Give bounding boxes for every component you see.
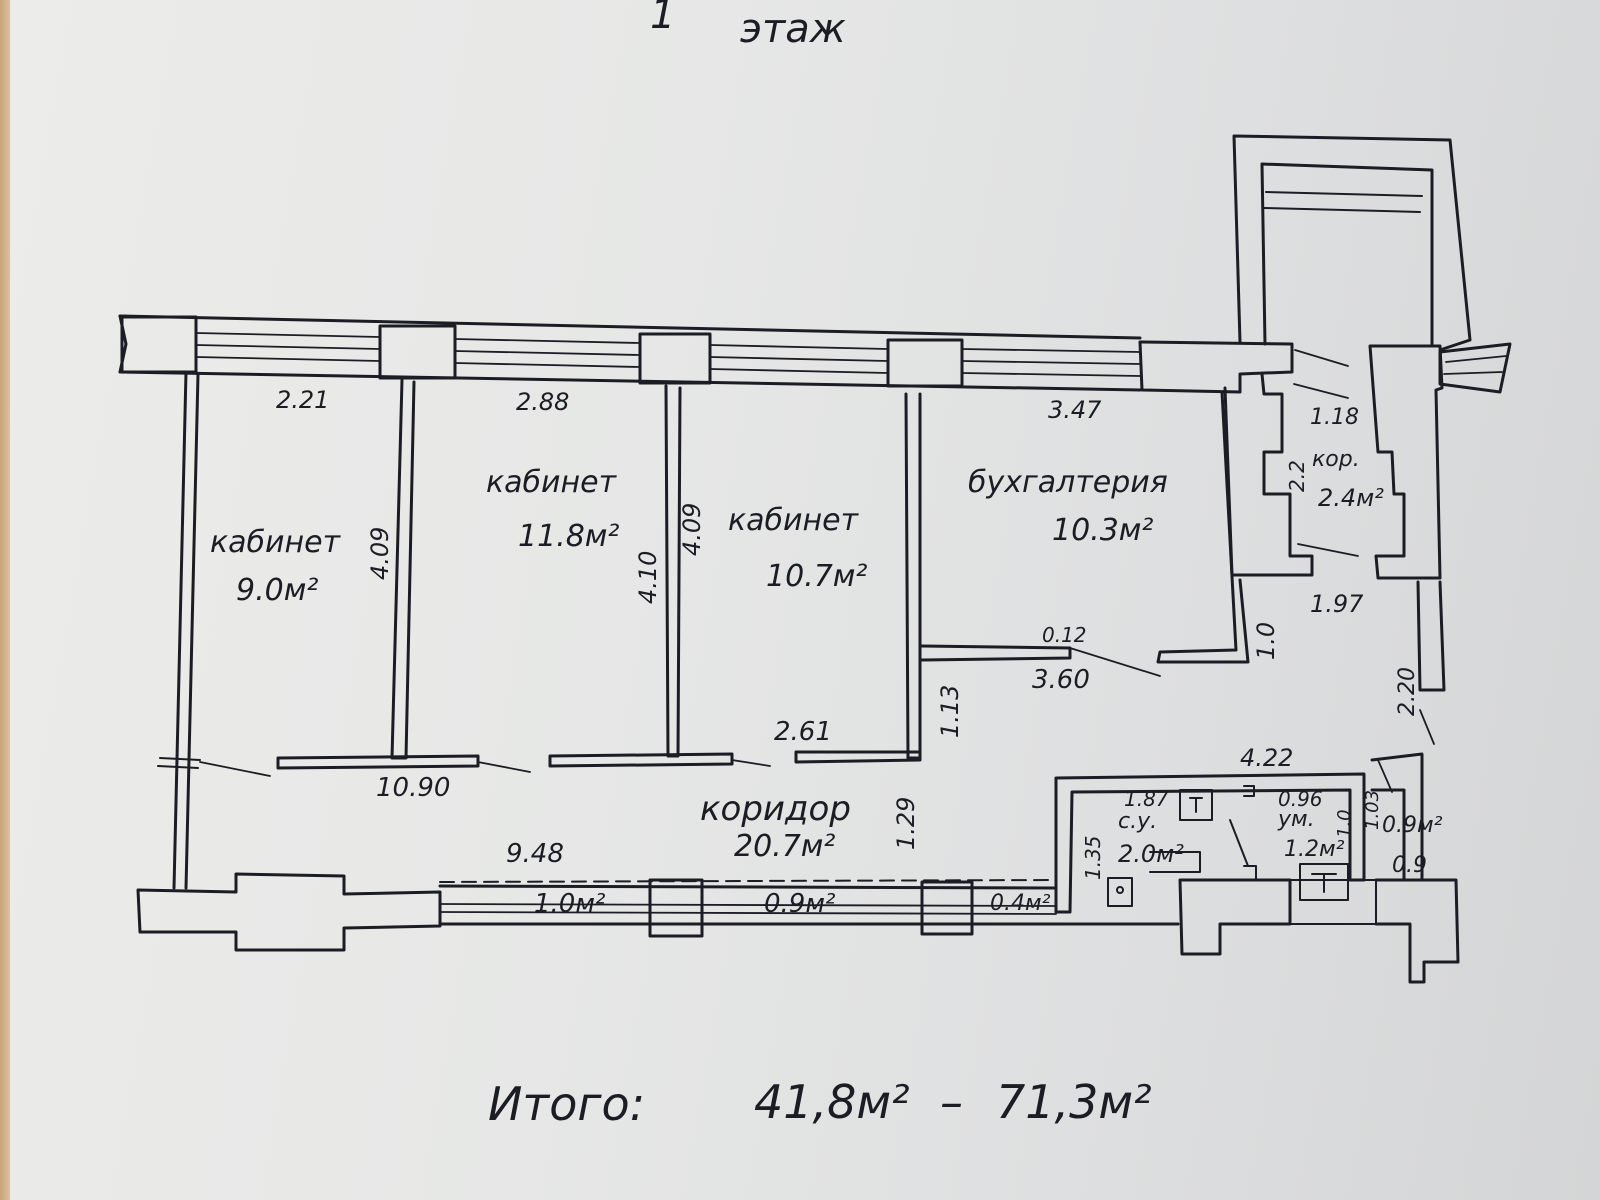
dim-1-35: 1.35 <box>1081 835 1105 880</box>
dim-4-10: 4.10 <box>634 551 662 604</box>
room-wc-area: 2.0м² <box>1118 840 1184 868</box>
dim-1-0: 1.0 <box>1252 622 1280 660</box>
west-wall <box>157 370 271 890</box>
dim-2-2: 2.2 <box>1285 460 1309 492</box>
dim-9-48: 9.48 <box>506 839 564 869</box>
room-accounting-area: 10.3м² <box>1052 513 1153 548</box>
pier-3 <box>638 332 712 385</box>
room-vestibule-name: кор. <box>1312 447 1360 472</box>
room-office-3-area: 10.7м² <box>766 559 867 594</box>
dim-2-88: 2.88 <box>516 388 569 416</box>
room-vestibule-area: 2.4м² <box>1318 484 1384 512</box>
room-washroom-area: 1.2м² <box>1284 837 1345 862</box>
room-office-2-area: 11.8м² <box>518 519 619 554</box>
pier-4 <box>886 338 964 388</box>
south-wall <box>136 872 1460 984</box>
bathroom-block <box>1054 752 1424 914</box>
paper-edge <box>0 0 10 1200</box>
pier-south-2 <box>920 880 974 936</box>
window-area-1: 1.0м² <box>534 889 605 919</box>
window-area-2: 0.9м² <box>764 889 835 919</box>
entrance-porch <box>1232 134 1512 394</box>
pier-2 <box>378 324 457 380</box>
dimension-labels: 2.21 2.88 3.47 1.18 4.09 4.10 4.09 2.2 1… <box>276 386 1427 880</box>
pier-south-1 <box>648 878 704 938</box>
dim-2-21: 2.21 <box>276 386 329 414</box>
floor-title: этаж <box>740 6 846 52</box>
window-area-3: 0.4м² <box>990 891 1051 916</box>
dim-4-09-a: 4.09 <box>366 527 394 580</box>
dim-3-60: 3.60 <box>1032 665 1090 695</box>
dim-2-61: 2.61 <box>774 717 832 747</box>
room-office-1-area: 9.0м² <box>236 573 318 608</box>
dim-4-22: 4.22 <box>1240 744 1293 772</box>
room-closet-area: 0.9м² <box>1382 813 1443 838</box>
total-line: Итого: 41,8м² – 71,3м² <box>488 1075 1152 1131</box>
dim-1-18: 1.18 <box>1310 405 1359 430</box>
total-separator: – <box>940 1075 963 1129</box>
room-corridor-area: 20.7м² <box>734 829 835 864</box>
north-wall <box>118 314 1142 392</box>
partitions <box>276 378 1446 773</box>
dim-1-29: 1.29 <box>892 797 920 850</box>
room-office-2-name: кабинет <box>486 465 618 500</box>
total-value-1: 41,8м² <box>754 1075 910 1129</box>
dim-0-12: 0.12 <box>1042 623 1087 647</box>
total-label: Итого: <box>488 1077 645 1131</box>
dim-0-96: 0.96 <box>1278 787 1323 811</box>
dim-2-20: 2.20 <box>1395 667 1420 716</box>
total-value-2: 71,3м² <box>996 1075 1152 1129</box>
floor-number: 1 <box>650 0 675 38</box>
room-office-3-name: кабинет <box>728 503 860 538</box>
window-area-labels: 1.0м² 0.9м² 0.4м² <box>534 889 1051 919</box>
dim-0-9: 0.9 <box>1392 853 1427 878</box>
dim-1-0-b: 1.0 <box>1334 809 1355 838</box>
dim-10-90: 10.90 <box>376 773 450 803</box>
room-washroom-name: ум. <box>1277 807 1315 832</box>
dim-4-09-b: 4.09 <box>678 503 706 556</box>
dim-1-97: 1.97 <box>1310 590 1364 618</box>
room-accounting-name: бухгалтерия <box>968 465 1168 500</box>
wall-piers-north <box>120 315 1294 394</box>
dim-3-47: 3.47 <box>1048 396 1102 424</box>
dim-1-87: 1.87 <box>1124 787 1169 811</box>
room-labels: кабинет 9.0м² кабинет 11.8м² кабинет 10.… <box>210 447 1443 868</box>
dim-1-03: 1.03 <box>1362 790 1383 830</box>
room-corridor-name: коридор <box>700 789 851 829</box>
room-wc-name: с.у. <box>1118 809 1157 834</box>
dim-1-13: 1.13 <box>936 685 964 738</box>
room-office-1-name: кабинет <box>210 525 342 560</box>
pier-1 <box>120 315 198 374</box>
vestibule-walls <box>1223 344 1444 580</box>
